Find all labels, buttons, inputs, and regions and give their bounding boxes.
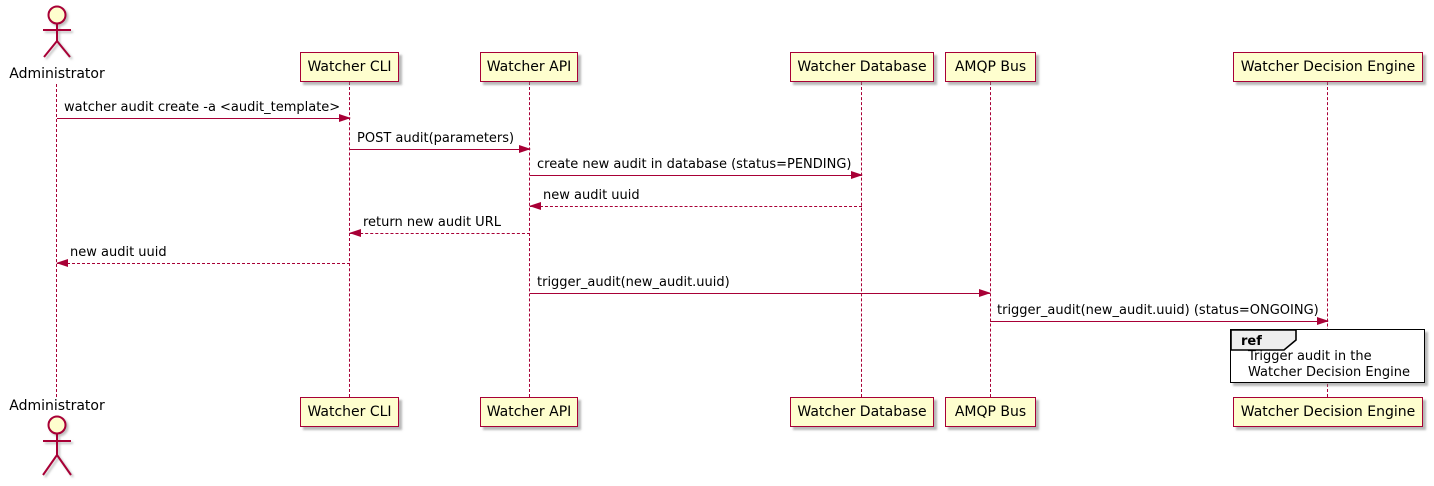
participant-bottom-watcher-database: Watcher Database xyxy=(790,397,934,427)
message-trigger-audit: trigger_audit(new_audit.uuid) xyxy=(530,273,991,297)
arrowhead-right-icon xyxy=(851,171,863,179)
arrowhead-right-icon xyxy=(1317,317,1329,325)
actor-leg-right xyxy=(56,40,71,58)
message-new-audit-uuid-return-db: new audit uuid xyxy=(529,186,862,210)
actor-label-administrator-bottom: Administrator xyxy=(9,398,105,414)
ref-tab-icon: ref xyxy=(1230,329,1297,351)
message-trigger-audit-ongoing: trigger_audit(new_audit.uuid) (status=ON… xyxy=(990,301,1329,325)
actor-label-administrator-top: Administrator xyxy=(9,66,105,82)
arrowhead-right-icon xyxy=(979,289,991,297)
arrowhead-left-icon xyxy=(349,229,361,237)
lifeline-watcher-decision-engine xyxy=(1327,82,1328,397)
arrowhead-right-icon xyxy=(339,114,351,122)
message-label: POST audit(parameters) xyxy=(357,131,515,146)
message-label: create new audit in database (status=PEN… xyxy=(537,157,852,172)
arrowhead-left-icon xyxy=(529,202,541,210)
message-label: trigger_audit(new_audit.uuid) xyxy=(537,275,730,290)
ref-body: Trigger audit in the Watcher Decision En… xyxy=(1248,349,1410,380)
ref-fragment: ref Trigger audit in the Watcher Decisio… xyxy=(1230,329,1425,383)
actor-leg-left xyxy=(43,40,58,58)
lifeline-watcher-database xyxy=(861,82,862,397)
participant-bottom-watcher-api: Watcher API xyxy=(480,397,578,427)
message-label: trigger_audit(new_audit.uuid) (status=ON… xyxy=(997,303,1319,318)
participant-top-watcher-decision-engine: Watcher Decision Engine xyxy=(1233,52,1423,82)
actor-icon-administrator-bottom xyxy=(42,415,72,476)
ref-keyword: ref xyxy=(1241,334,1262,349)
arrowhead-left-icon xyxy=(56,259,68,267)
message-label: new audit uuid xyxy=(70,245,167,260)
participant-top-watcher-api: Watcher API xyxy=(480,52,578,82)
ref-line-1: Trigger audit in the xyxy=(1248,349,1372,364)
participant-bottom-amqp-bus: AMQP Bus xyxy=(945,397,1036,427)
lifeline-administrator xyxy=(56,84,57,397)
message-post-audit: POST audit(parameters) xyxy=(350,129,531,153)
participant-top-watcher-database: Watcher Database xyxy=(790,52,934,82)
message-label: watcher audit create -a <audit_template> xyxy=(64,100,341,115)
lifeline-watcher-cli xyxy=(349,82,350,397)
actor-leg-right xyxy=(56,454,72,476)
message-new-audit-uuid-return-admin: new audit uuid xyxy=(56,243,350,267)
arrowhead-right-icon xyxy=(519,145,531,153)
actor-head xyxy=(47,5,67,25)
message-label: return new audit URL xyxy=(363,215,501,230)
ref-line-2: Watcher Decision Engine xyxy=(1248,364,1410,380)
lifeline-watcher-api xyxy=(529,82,530,397)
actor-leg-left xyxy=(42,454,58,476)
participant-top-watcher-cli: Watcher CLI xyxy=(300,52,399,82)
message-return-new-audit-url: return new audit URL xyxy=(349,213,530,237)
ref-tab-shape xyxy=(1230,329,1297,351)
lifeline-amqp-bus xyxy=(990,82,991,397)
message-create-new-audit: create new audit in database (status=PEN… xyxy=(530,155,863,179)
actor-icon-administrator-top xyxy=(43,5,71,58)
message-label: new audit uuid xyxy=(543,188,640,203)
actor-head xyxy=(47,415,67,435)
message-watcher-audit-create: watcher audit create -a <audit_template> xyxy=(57,98,351,122)
participant-bottom-watcher-decision-engine: Watcher Decision Engine xyxy=(1233,397,1423,427)
participant-top-amqp-bus: AMQP Bus xyxy=(945,52,1036,82)
participant-bottom-watcher-cli: Watcher CLI xyxy=(300,397,399,427)
